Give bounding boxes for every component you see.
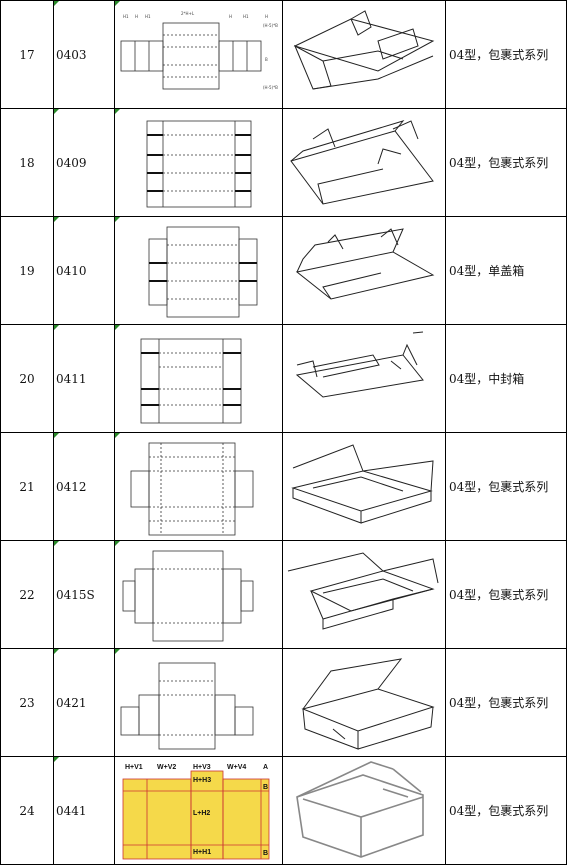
net-drawing (122, 550, 254, 642)
style-code: 0410 (53, 216, 115, 325)
dim-label: B (263, 784, 268, 791)
flat-net-diagram (114, 432, 283, 541)
svg-text:H1: H1 (123, 14, 129, 19)
style-description: 04型，包裹式系列 (445, 648, 567, 757)
style-description: 04型，包裹式系列 (445, 108, 567, 217)
row-number: 17 (0, 0, 54, 109)
flat-net-diagram (114, 216, 283, 325)
box-drawing (290, 120, 434, 205)
style-code-text: 0410 (56, 263, 87, 278)
box-drawing (293, 10, 435, 90)
box-drawing (301, 658, 435, 750)
row-number: 18 (0, 108, 54, 217)
style-description: 04型，包裹式系列 (445, 432, 567, 541)
svg-text:H1: H1 (243, 14, 249, 19)
style-code-text: 0412 (56, 479, 87, 494)
svg-text:B: B (265, 57, 268, 62)
style-code-text: 0411 (56, 371, 87, 386)
flat-net-diagram (114, 648, 283, 757)
table-row: 22 0415S 04型，包裹式系列 (0, 540, 567, 649)
svg-text:H: H (265, 14, 268, 19)
table-row: 23 0421 04型，包裹式系列 (0, 648, 567, 757)
box-drawing (295, 331, 424, 398)
dim-label: H+H1 (193, 849, 211, 856)
dim-label: A (263, 764, 268, 771)
style-description: 04型，中封箱 (445, 324, 567, 433)
style-code: 0412 (53, 432, 115, 541)
style-description: 04型，包裹式系列 (445, 0, 567, 109)
box-drawing (291, 444, 434, 524)
style-code: 0411 (53, 324, 115, 433)
dim-label: B (263, 850, 268, 857)
style-code: 0403 (53, 0, 115, 109)
row-number: 20 (0, 324, 54, 433)
style-code-text: 0421 (56, 695, 87, 710)
style-code: 0441 (53, 756, 115, 865)
box-drawing (296, 761, 424, 858)
dim-label: L+H2 (193, 810, 210, 817)
svg-text:H1: H1 (145, 14, 151, 19)
net-drawing: H+V1 W+V2 H+V3 W+V4 A H+H3 L+H2 H+H1 B B (122, 764, 270, 860)
table-row: 20 0411 04型，中封箱 (0, 324, 567, 433)
box-3d-illustration (282, 324, 446, 433)
box-drawing (295, 228, 435, 300)
row-number: 24 (0, 756, 54, 865)
style-code-text: 0403 (56, 47, 87, 62)
svg-text:H: H (229, 14, 232, 19)
net-drawing (140, 338, 242, 424)
svg-text:(H-5)*B: (H-5)*B (263, 85, 278, 90)
dim-label: H+V1 (125, 764, 143, 771)
dim-label: H+H3 (193, 777, 211, 784)
style-description: 04型，包裹式系列 (445, 540, 567, 649)
net-drawing (148, 226, 258, 318)
box-3d-illustration (282, 108, 446, 217)
flat-net-diagram (114, 324, 283, 433)
dim-label: W+V4 (227, 764, 246, 771)
row-number: 19 (0, 216, 54, 325)
table-row: 19 0410 04型，单盖箱 (0, 216, 567, 325)
style-description: 04型，单盖箱 (445, 216, 567, 325)
style-code: 0415S (53, 540, 115, 649)
style-code: 0421 (53, 648, 115, 757)
dim-label: H+V3 (193, 764, 211, 771)
style-description: 04型，包裹式系列 (445, 756, 567, 865)
svg-text:H: H (135, 14, 138, 19)
box-3d-illustration (282, 0, 446, 109)
box-3d-illustration (282, 540, 446, 649)
flat-net-diagram: H+V1 W+V2 H+V3 W+V4 A H+H3 L+H2 H+H1 B B (114, 756, 283, 865)
net-drawing: H1 H H1 2*H+L H H1 H (H-5)*B B (H-5)*B (120, 11, 278, 90)
net-drawing (146, 120, 252, 208)
style-code-text: 0409 (56, 155, 87, 170)
svg-text:(H-5)*B: (H-5)*B (263, 23, 278, 28)
svg-text:2*H+L: 2*H+L (181, 11, 195, 16)
style-code-text: 0441 (56, 803, 87, 818)
row-number: 23 (0, 648, 54, 757)
flat-net-diagram: H1 H H1 2*H+L H H1 H (H-5)*B B (H-5)*B (114, 0, 283, 109)
net-drawing (130, 442, 254, 536)
style-code-text: 0415S (56, 587, 95, 602)
flat-net-diagram (114, 108, 283, 217)
dim-label: W+V2 (157, 764, 176, 771)
table-row: 17 0403 H1 H H1 2*H+L H H1 H (H-5)*B B (H-5)*B (0, 0, 567, 109)
box-3d-illustration (282, 432, 446, 541)
box-3d-illustration (282, 756, 446, 865)
table-row: 24 0441 H+V1 W+V2 H+V3 W+V4 A H+H3 (0, 756, 567, 865)
table-row: 21 0412 04型，包裹式系列 (0, 432, 567, 541)
row-number: 21 (0, 432, 54, 541)
style-code: 0409 (53, 108, 115, 217)
table-row: 18 0409 04型，包裹式系列 (0, 108, 567, 217)
box-3d-illustration (282, 648, 446, 757)
flat-net-diagram (114, 540, 283, 649)
net-drawing (120, 662, 254, 750)
box-3d-illustration (282, 216, 446, 325)
row-number: 22 (0, 540, 54, 649)
box-drawing (287, 552, 439, 630)
